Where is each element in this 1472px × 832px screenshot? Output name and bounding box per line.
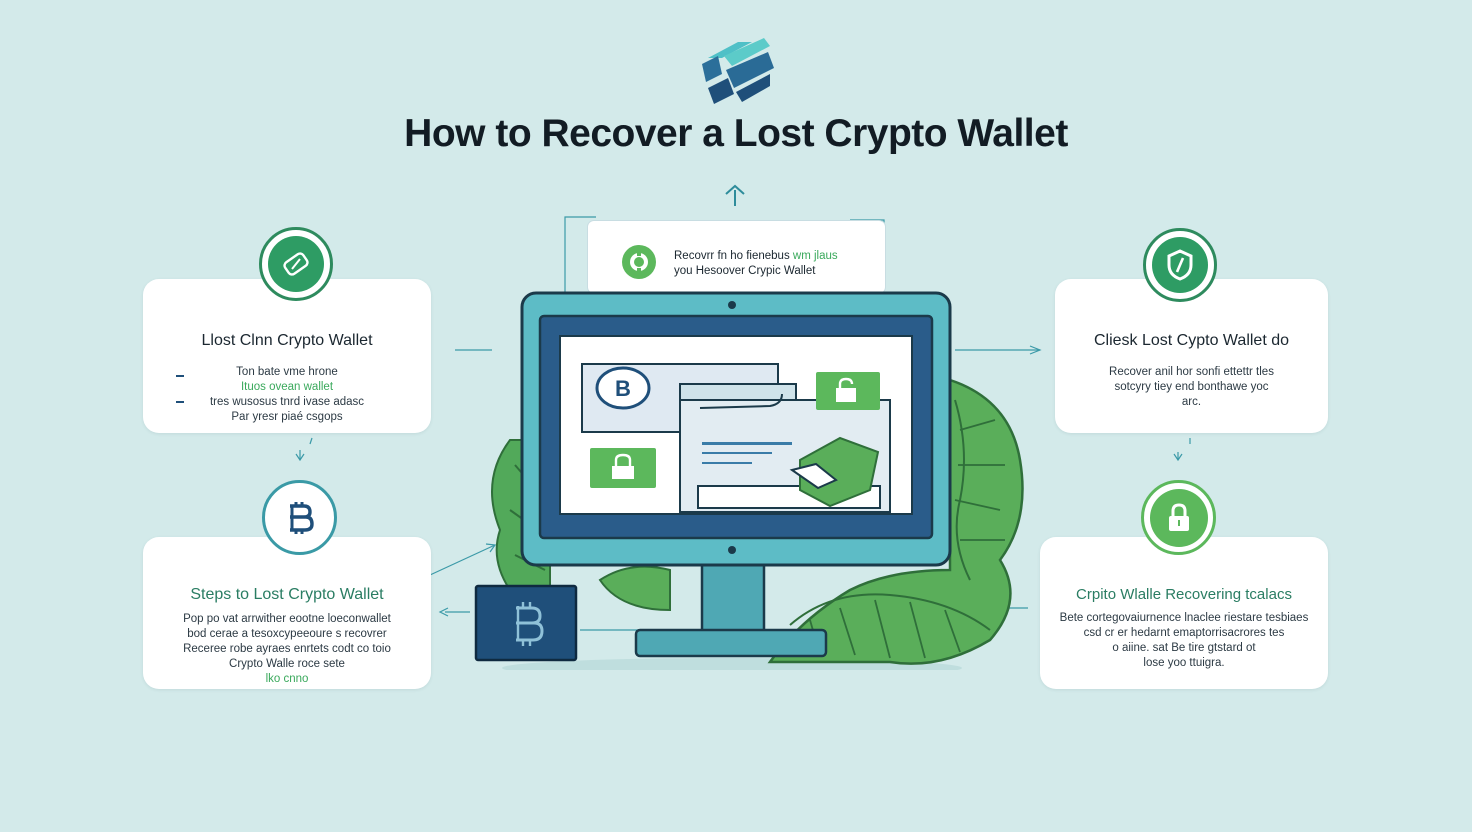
tag-icon xyxy=(259,227,333,301)
card-bottom-right-body: Bete cortegovaiurnence lnaclee riestare … xyxy=(1040,611,1328,671)
shield-icon xyxy=(1143,228,1217,302)
top-banner-text: Recovrr fn ho fienebus wm jlaus you Heso… xyxy=(674,249,838,279)
bullet-icon xyxy=(176,375,184,377)
gear-icon xyxy=(622,245,656,279)
card-top-left-line2: tres wusosus tnrd ivase adasc xyxy=(209,396,365,408)
card-bottom-right-line2: csd cr er hedarnt emaptorrisacrores tes xyxy=(1083,627,1285,639)
card-top-right-line2: sotcyry tiey end bonthawe yoc xyxy=(1114,381,1269,393)
card-bottom-right: Crpito Wlalle Recovering tcalacs Bete co… xyxy=(1040,537,1328,689)
card-bottom-left-line2: bod cerae a tesoxcypeeoure s recovrer xyxy=(187,628,387,640)
card-top-left-body: Ton bate vme hrone Ituos ovean wallet tr… xyxy=(143,365,431,425)
card-bottom-left-title: Steps to Lost Crypto Wallet xyxy=(190,586,384,603)
page-title: How to Recover a Lost Crypto Wallet xyxy=(404,112,1068,155)
card-top-right: Cliesk Lost Cypto Wallet do Recover anil… xyxy=(1055,279,1328,433)
bitcoin-icon xyxy=(262,480,337,555)
card-bottom-right-line3: o aiine. sat Be tire gtstard ot xyxy=(1112,642,1256,654)
card-top-left: Llost Clnn Crypto Wallet Ton bate vme hr… xyxy=(143,279,431,433)
card-top-left-line1: Ton bate vme hrone xyxy=(236,366,338,378)
card-bottom-right-title: Crpito Wlalle Recovering tcalacs xyxy=(1076,586,1292,603)
logo-icon xyxy=(702,38,774,104)
card-bottom-right-line1: Bete cortegovaiurnence lnaclee riestare … xyxy=(1059,612,1309,624)
bullet-icon xyxy=(176,401,184,403)
top-banner-line2: you Hesoover Crypic Wallet xyxy=(674,265,816,277)
top-banner-card: Recovrr fn ho fienebus wm jlaus you Heso… xyxy=(588,221,885,293)
card-bottom-left-body: Pop po vat arrwither eootne loeconwallet… xyxy=(143,612,431,687)
card-top-left-line3: Par yresr piaé csgops xyxy=(231,411,343,423)
screen-badge-glyph: B xyxy=(615,376,631,401)
leaf-decoration-right xyxy=(598,378,1024,665)
top-banner-line1: Recovrr fn ho fienebus xyxy=(674,250,790,262)
card-top-left-line1-highlight: Ituos ovean wallet xyxy=(240,381,334,393)
card-bottom-right-line4: lose yoo ttuigra. xyxy=(1143,657,1225,669)
card-bottom-left: Steps to Lost Crypto Wallet Pop po vat a… xyxy=(143,537,431,689)
computer-illustration: B xyxy=(474,291,1024,670)
card-bottom-left-line3: Receree robe ayraes enrtets codt co toio xyxy=(183,643,391,655)
card-top-right-body: Recover anil hor sonfi ettettr tles sotc… xyxy=(1055,365,1328,410)
card-top-right-title: Cliesk Lost Cypto Wallet do xyxy=(1093,332,1290,349)
card-bottom-left-line4-highlight: lko cnno xyxy=(265,673,309,685)
card-top-left-title: Llost Clnn Crypto Wallet xyxy=(201,332,373,349)
card-bottom-left-line1: Pop po vat arrwither eootne loeconwallet xyxy=(183,613,391,625)
lock-icon xyxy=(1141,480,1216,555)
card-top-right-line3: arc. xyxy=(1181,396,1202,408)
card-bottom-left-line4: Crypto Walle roce sete xyxy=(229,658,345,670)
card-top-right-line1: Recover anil hor sonfi ettettr tles xyxy=(1109,366,1274,378)
top-banner-line1-highlight: wm jlaus xyxy=(792,250,838,262)
arrow-up-icon xyxy=(725,184,745,206)
